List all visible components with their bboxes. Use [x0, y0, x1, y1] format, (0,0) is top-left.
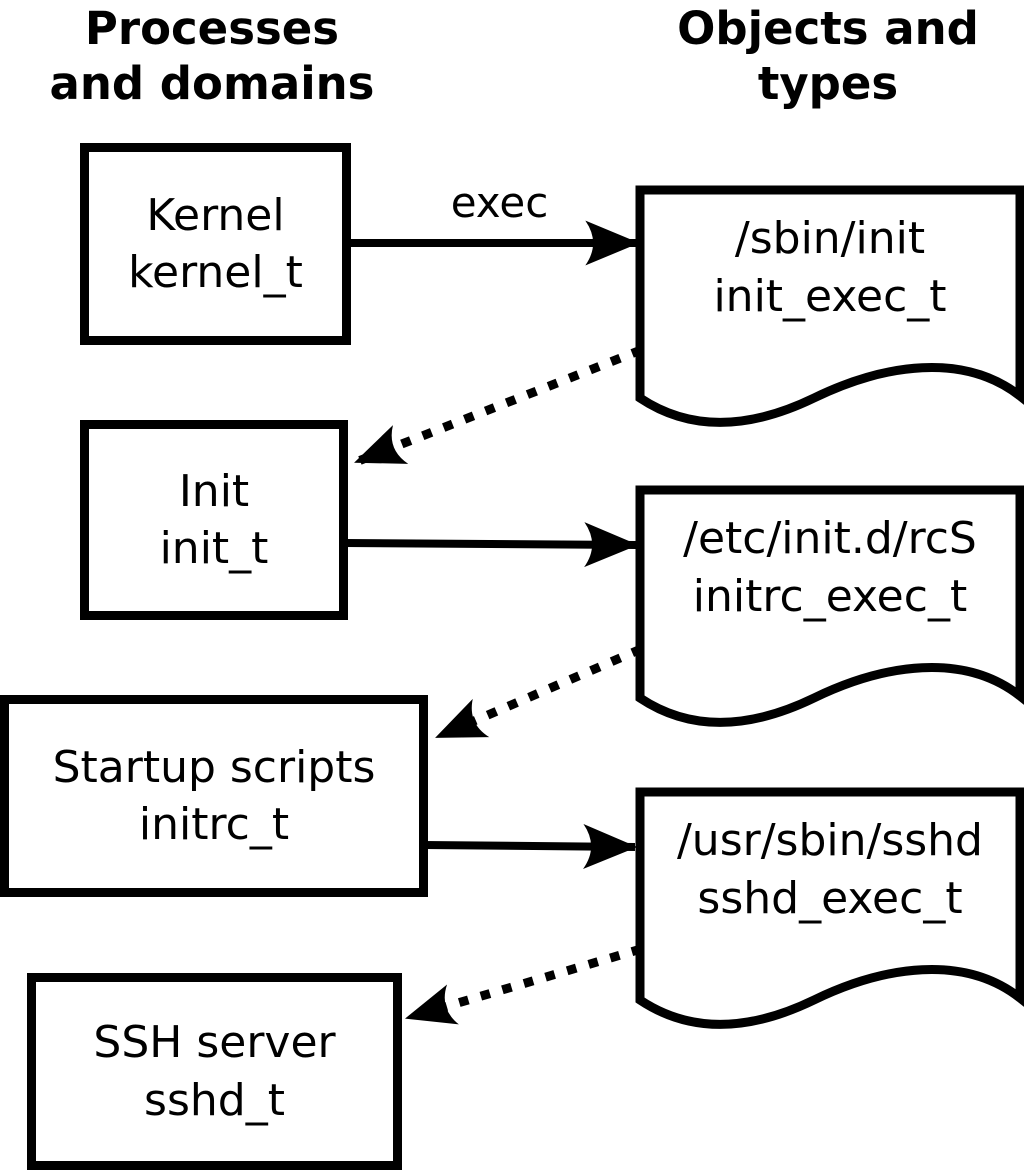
exec-arrow-startup-scripts-to-usr-sbin-sshd — [423, 824, 638, 870]
process-box-init: Init init_t — [80, 420, 348, 620]
process-box-startup-scripts: Startup scripts initrc_t — [0, 695, 428, 897]
process-box-kernel: Kernel kernel_t — [80, 143, 351, 345]
process-name: Init — [178, 465, 250, 517]
object-path: /etc/init.d/rcS — [683, 513, 977, 564]
document-shape-etc-initd-rcs — [635, 485, 1024, 727]
column-header-objects-and-types: Objects and types — [677, 2, 979, 110]
transition-arrow-sbin-init-to-init — [354, 345, 643, 467]
process-name: SSH server — [93, 1017, 336, 1069]
process-name: Startup scripts — [52, 741, 376, 793]
object-type: initrc_exec_t — [692, 571, 968, 623]
object-doc-label-sbin-init: /sbin/init init_exec_t — [650, 210, 1010, 326]
process-domain-type: kernel_t — [128, 247, 303, 298]
transition-arrow-usr-sbin-sshd-to-ssh-server — [405, 944, 643, 1025]
column-header-processes-and-domains: Processes and domains — [49, 2, 375, 110]
transition-arrow-etc-initd-rcs-to-startup-scripts — [435, 644, 643, 742]
process-domain-type: initrc_t — [138, 799, 290, 850]
process-domain-type: sshd_t — [144, 1074, 285, 1126]
object-type: init_exec_t — [713, 271, 947, 323]
document-shape-sbin-init — [635, 185, 1024, 427]
object-doc-label-etc-initd-rcs: /etc/init.d/rcS initrc_exec_t — [644, 510, 1016, 626]
exec-arrow-label: exec — [450, 178, 549, 227]
object-path: /usr/sbin/sshd — [676, 815, 983, 866]
object-type: sshd_exec_t — [697, 873, 963, 925]
process-box-ssh-server: SSH server sshd_t — [27, 973, 402, 1170]
process-name: Kernel — [146, 189, 285, 241]
document-shape-usr-sbin-sshd — [635, 787, 1024, 1029]
exec-arrow-init-to-etc-initd-rcs — [344, 522, 639, 568]
object-path: /sbin/init — [734, 213, 926, 264]
object-doc-label-usr-sbin-sshd: /usr/sbin/sshd sshd_exec_t — [644, 812, 1016, 928]
process-domain-type: init_t — [159, 523, 269, 574]
